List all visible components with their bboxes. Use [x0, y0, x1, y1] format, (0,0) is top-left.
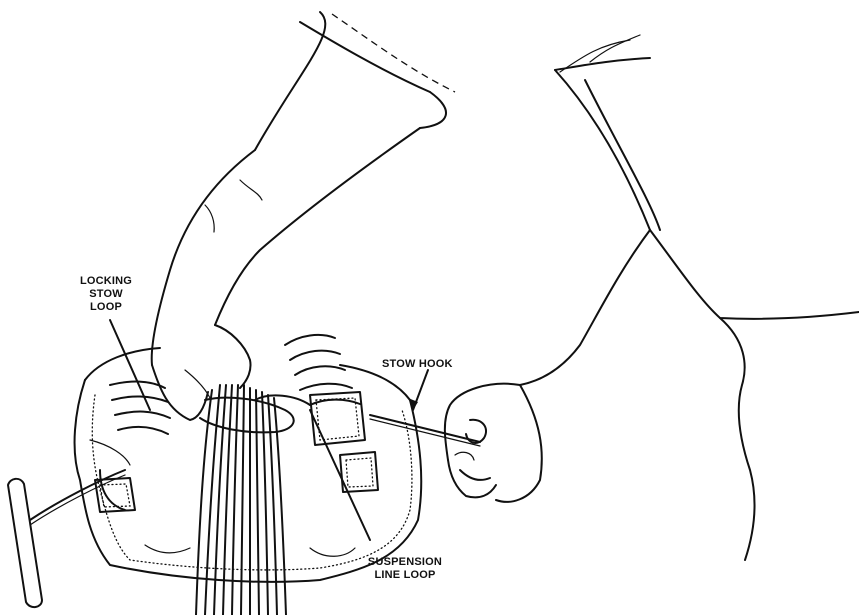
label-suspension-line-1: SUSPENSION — [360, 556, 450, 569]
label-locking-stow-loop: LOCKING STOW LOOP — [70, 275, 142, 314]
left-arm-sleeve — [255, 12, 650, 150]
static-line-handle — [8, 470, 125, 607]
stow-hook — [370, 415, 480, 446]
label-locking-line-1: LOCKING — [70, 275, 142, 288]
suspension-line-loop-leader — [310, 410, 370, 540]
right-arm — [445, 70, 859, 560]
label-stow-hook-text: STOW HOOK — [382, 358, 453, 370]
label-locking-line-2: STOW — [70, 288, 142, 301]
parachute-bag — [75, 335, 422, 582]
label-suspension-line-2: LINE LOOP — [360, 569, 450, 582]
label-stow-hook: STOW HOOK — [382, 358, 453, 371]
label-suspension-line-loop: SUSPENSION LINE LOOP — [360, 556, 450, 582]
label-locking-line-3: LOOP — [70, 301, 142, 314]
